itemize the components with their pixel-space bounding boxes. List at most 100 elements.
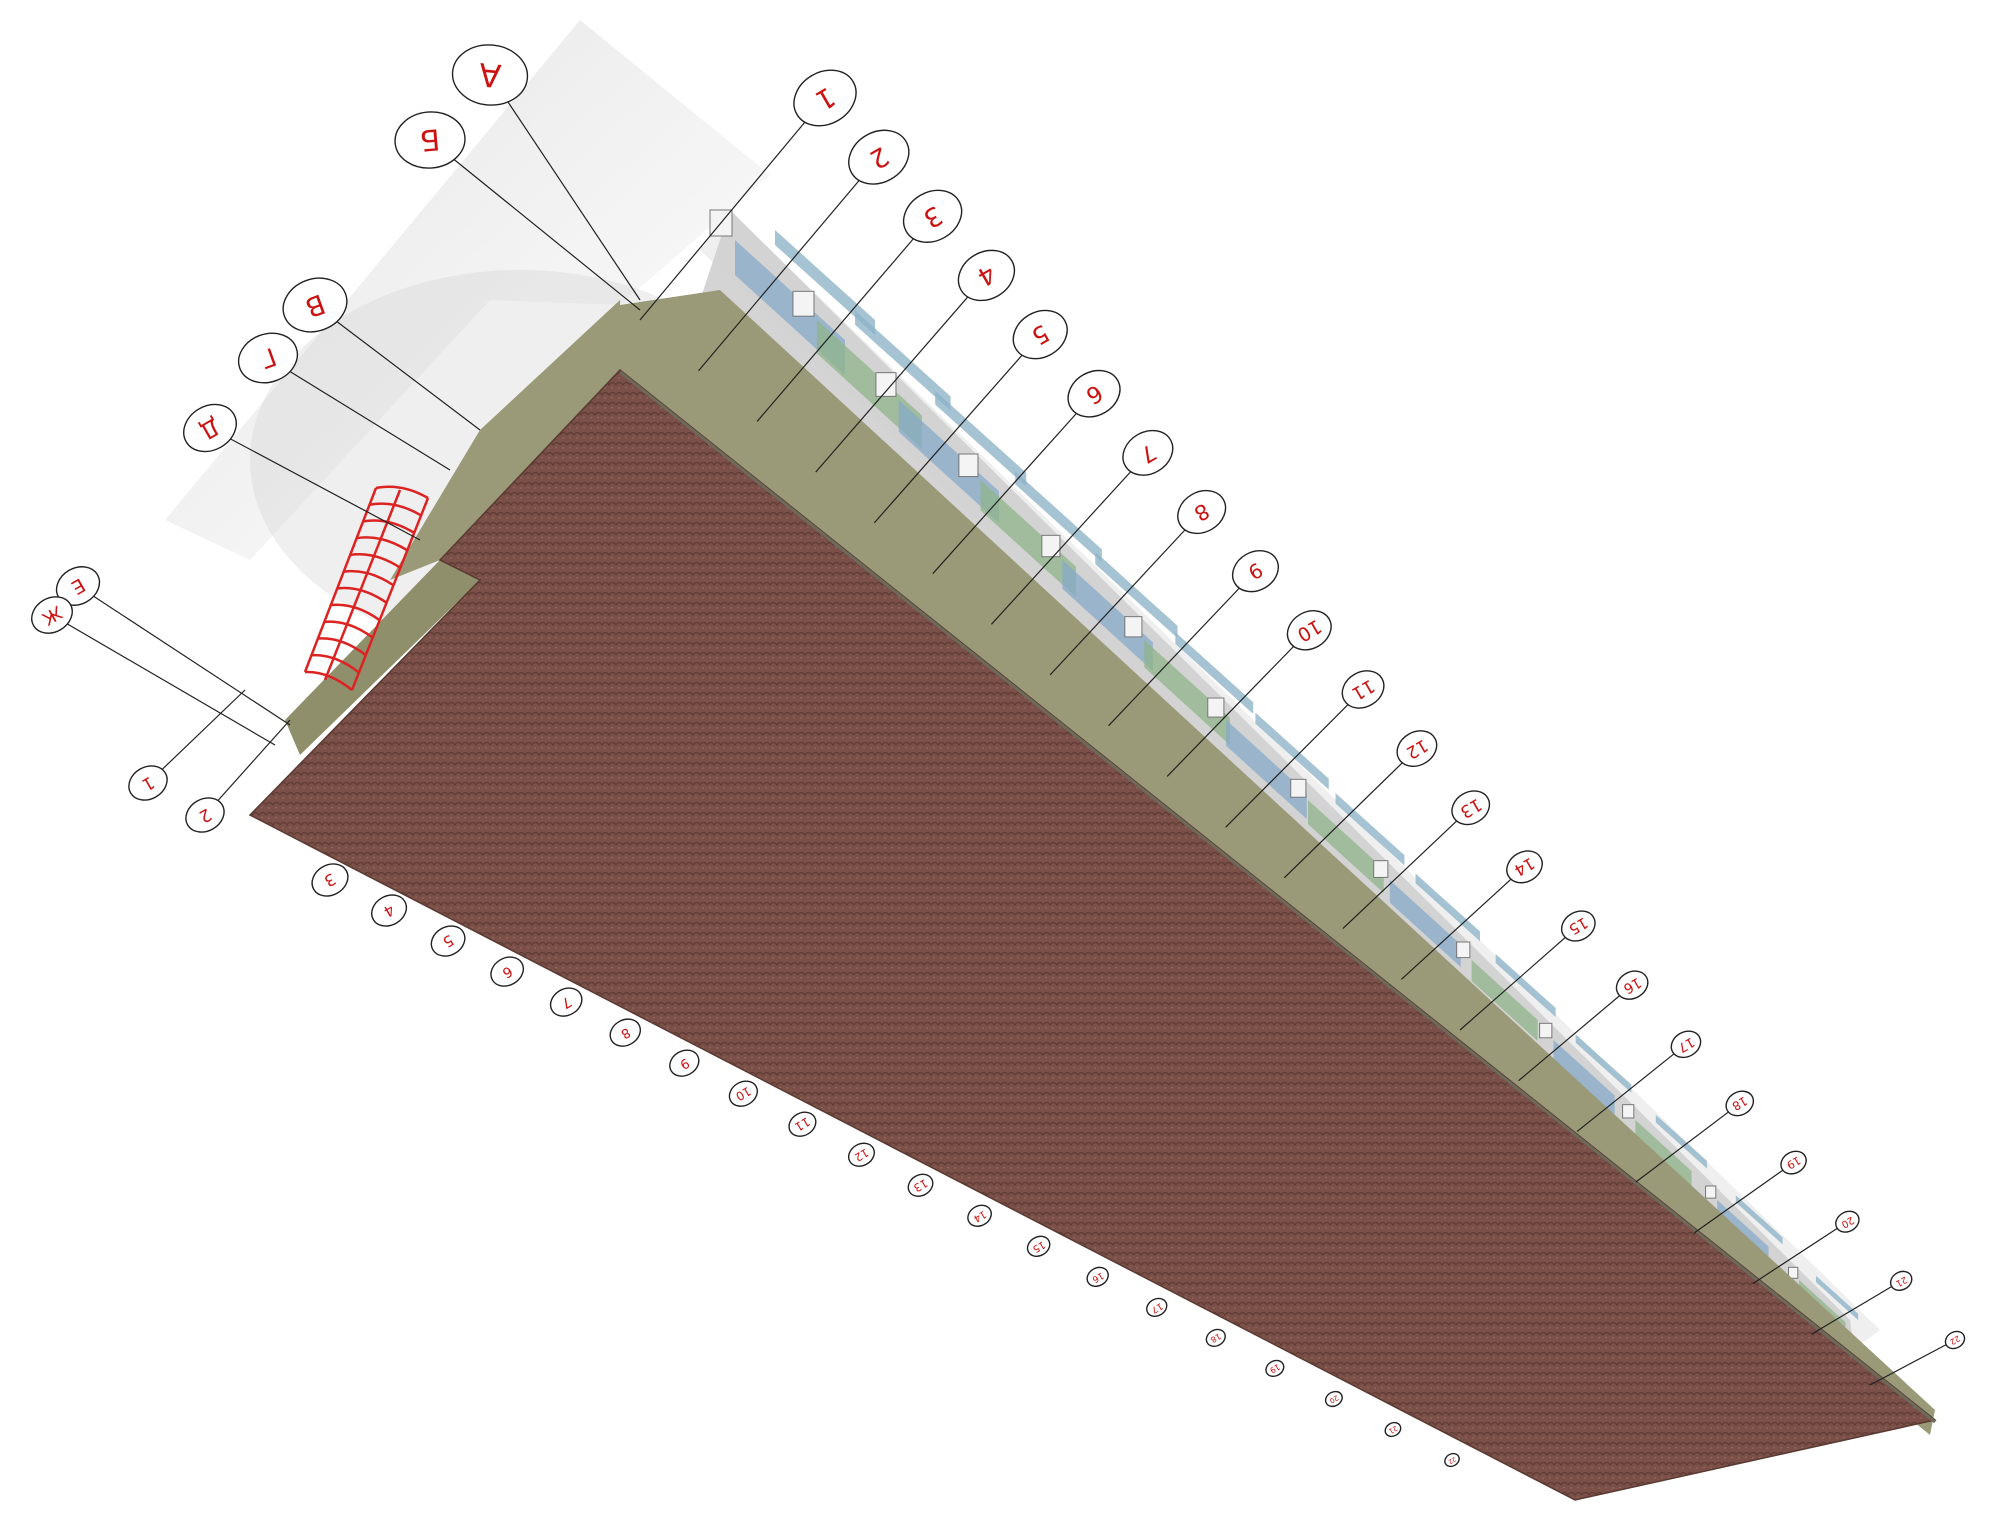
balcony-panel bbox=[1226, 720, 1307, 819]
bubble-outline bbox=[1324, 1390, 1343, 1408]
bubble-outline bbox=[1670, 1030, 1702, 1059]
glazing bbox=[935, 390, 1027, 487]
roof-plane-ghost bbox=[165, 20, 770, 560]
slab-edge-short bbox=[390, 300, 620, 580]
facade-bay bbox=[792, 290, 951, 449]
bubble-outline bbox=[128, 765, 168, 801]
bubble-outline bbox=[848, 129, 910, 185]
bubble-outline bbox=[311, 863, 349, 897]
window bbox=[792, 290, 815, 317]
glazing bbox=[1415, 873, 1481, 942]
facade-bay bbox=[1539, 1022, 1632, 1115]
bubble-outline bbox=[183, 403, 237, 453]
bottom-left-axis-bubble-2: 2 bbox=[185, 797, 225, 833]
top-axis-bubble-8: 8 bbox=[1177, 489, 1227, 535]
bubble-outline bbox=[907, 1173, 934, 1197]
bubble-label: Б bbox=[419, 122, 442, 158]
balcony-panel bbox=[1062, 560, 1153, 671]
leader-line bbox=[1401, 866, 1525, 980]
bottom-axis-bubble-10: 10 bbox=[728, 1080, 759, 1107]
window bbox=[1705, 1185, 1717, 1199]
window bbox=[1539, 1022, 1553, 1039]
bubble-outline bbox=[1341, 670, 1385, 709]
leader-line bbox=[639, 97, 826, 321]
bubble-outline bbox=[1780, 1150, 1807, 1175]
bubble-outline bbox=[549, 987, 583, 1017]
bottom-axis-bubble-11: 11 bbox=[788, 1111, 817, 1137]
leader-line bbox=[990, 452, 1149, 625]
window bbox=[1622, 1104, 1635, 1119]
leader-line bbox=[1459, 925, 1579, 1031]
leader-line bbox=[209, 427, 421, 541]
bottom-axis-bubble-6: 6 bbox=[490, 956, 525, 987]
glazing bbox=[1655, 1114, 1707, 1169]
slab-edge-long bbox=[620, 290, 1935, 1435]
glazing bbox=[1175, 632, 1254, 714]
leader-line bbox=[932, 393, 1095, 574]
leader-line bbox=[1752, 1221, 1848, 1285]
bubble-label: 17 bbox=[1149, 1300, 1164, 1314]
facade-bay bbox=[1456, 941, 1556, 1041]
bubble-label: 11 bbox=[792, 1114, 812, 1134]
balcony-panel bbox=[816, 320, 922, 449]
top-axis-bubble-17: 17 bbox=[1670, 1030, 1702, 1059]
bubble-outline bbox=[1086, 1266, 1109, 1287]
bubble-label: 19 bbox=[1784, 1153, 1803, 1171]
facade-bay bbox=[1622, 1104, 1707, 1189]
top-axis-bubble-22: 22 bbox=[1944, 1330, 1966, 1350]
bubble-label: 17 bbox=[1675, 1034, 1697, 1055]
bubble-outline bbox=[1122, 429, 1174, 476]
balcony-panel bbox=[1553, 1040, 1615, 1115]
facade-bay bbox=[958, 453, 1102, 597]
bubble-outline bbox=[1889, 1270, 1913, 1292]
roof-underside bbox=[248, 368, 1937, 1501]
grid-bubble-3: В bbox=[282, 277, 348, 333]
top-axis-bubble-16: 16 bbox=[1615, 970, 1649, 1000]
balcony-panel bbox=[898, 400, 999, 523]
top-axis-bubble-13: 13 bbox=[1451, 790, 1491, 826]
bubble-label: 21 bbox=[1894, 1274, 1909, 1288]
top-axis-bubble-18: 18 bbox=[1725, 1090, 1755, 1117]
window bbox=[1124, 616, 1143, 638]
facade-bay bbox=[1373, 860, 1481, 967]
bubble-outline bbox=[1615, 970, 1649, 1000]
bottom-axis-bubble-5: 5 bbox=[430, 925, 466, 957]
bubble-label: 18 bbox=[1730, 1094, 1750, 1114]
bubble-outline bbox=[282, 277, 348, 333]
top-axis-bubble-12: 12 bbox=[1396, 730, 1438, 767]
leader-line bbox=[1108, 570, 1256, 727]
bottom-axis-bubble-9: 9 bbox=[669, 1049, 700, 1077]
leader-line bbox=[1869, 1339, 1956, 1386]
underside-edge-line bbox=[619, 370, 1936, 1424]
bubble-label: 10 bbox=[733, 1084, 753, 1104]
bubble-outline bbox=[967, 1204, 992, 1227]
leader-line bbox=[267, 357, 451, 471]
glazing bbox=[1095, 551, 1178, 639]
leader-line bbox=[1635, 1102, 1741, 1183]
grid-bubble-2: Б bbox=[394, 111, 466, 169]
callout-leaders bbox=[51, 74, 1956, 1386]
top-axis-bubble-19: 19 bbox=[1780, 1150, 1807, 1175]
bubble-label: 12 bbox=[852, 1146, 871, 1164]
top-axis-bubble-9: 9 bbox=[1231, 549, 1280, 593]
top-axis-bubble-1: 1 bbox=[793, 69, 857, 127]
bubble-outline bbox=[669, 1049, 700, 1077]
bubble-outline bbox=[1396, 730, 1438, 767]
grid-bubble-7: Ж bbox=[31, 596, 73, 634]
bubble-outline bbox=[788, 1111, 817, 1137]
bottom-axis-bubble-15: 15 bbox=[1026, 1235, 1051, 1257]
leader-line bbox=[147, 689, 246, 784]
bubble-outline bbox=[1012, 309, 1068, 360]
bottom-axis-bubble-22: 22 bbox=[1444, 1452, 1460, 1468]
leader-line bbox=[204, 719, 291, 816]
bubble-outline bbox=[430, 925, 466, 957]
facade-bay bbox=[1207, 697, 1329, 819]
top-axis-bubble-15: 15 bbox=[1560, 910, 1596, 942]
grid-bubble-1: А bbox=[451, 44, 529, 106]
top-axis-bubble-6: 6 bbox=[1067, 369, 1121, 418]
bubble-outline bbox=[1835, 1210, 1860, 1233]
bubble-outline bbox=[185, 797, 225, 833]
bubble-outline bbox=[1444, 1452, 1460, 1468]
